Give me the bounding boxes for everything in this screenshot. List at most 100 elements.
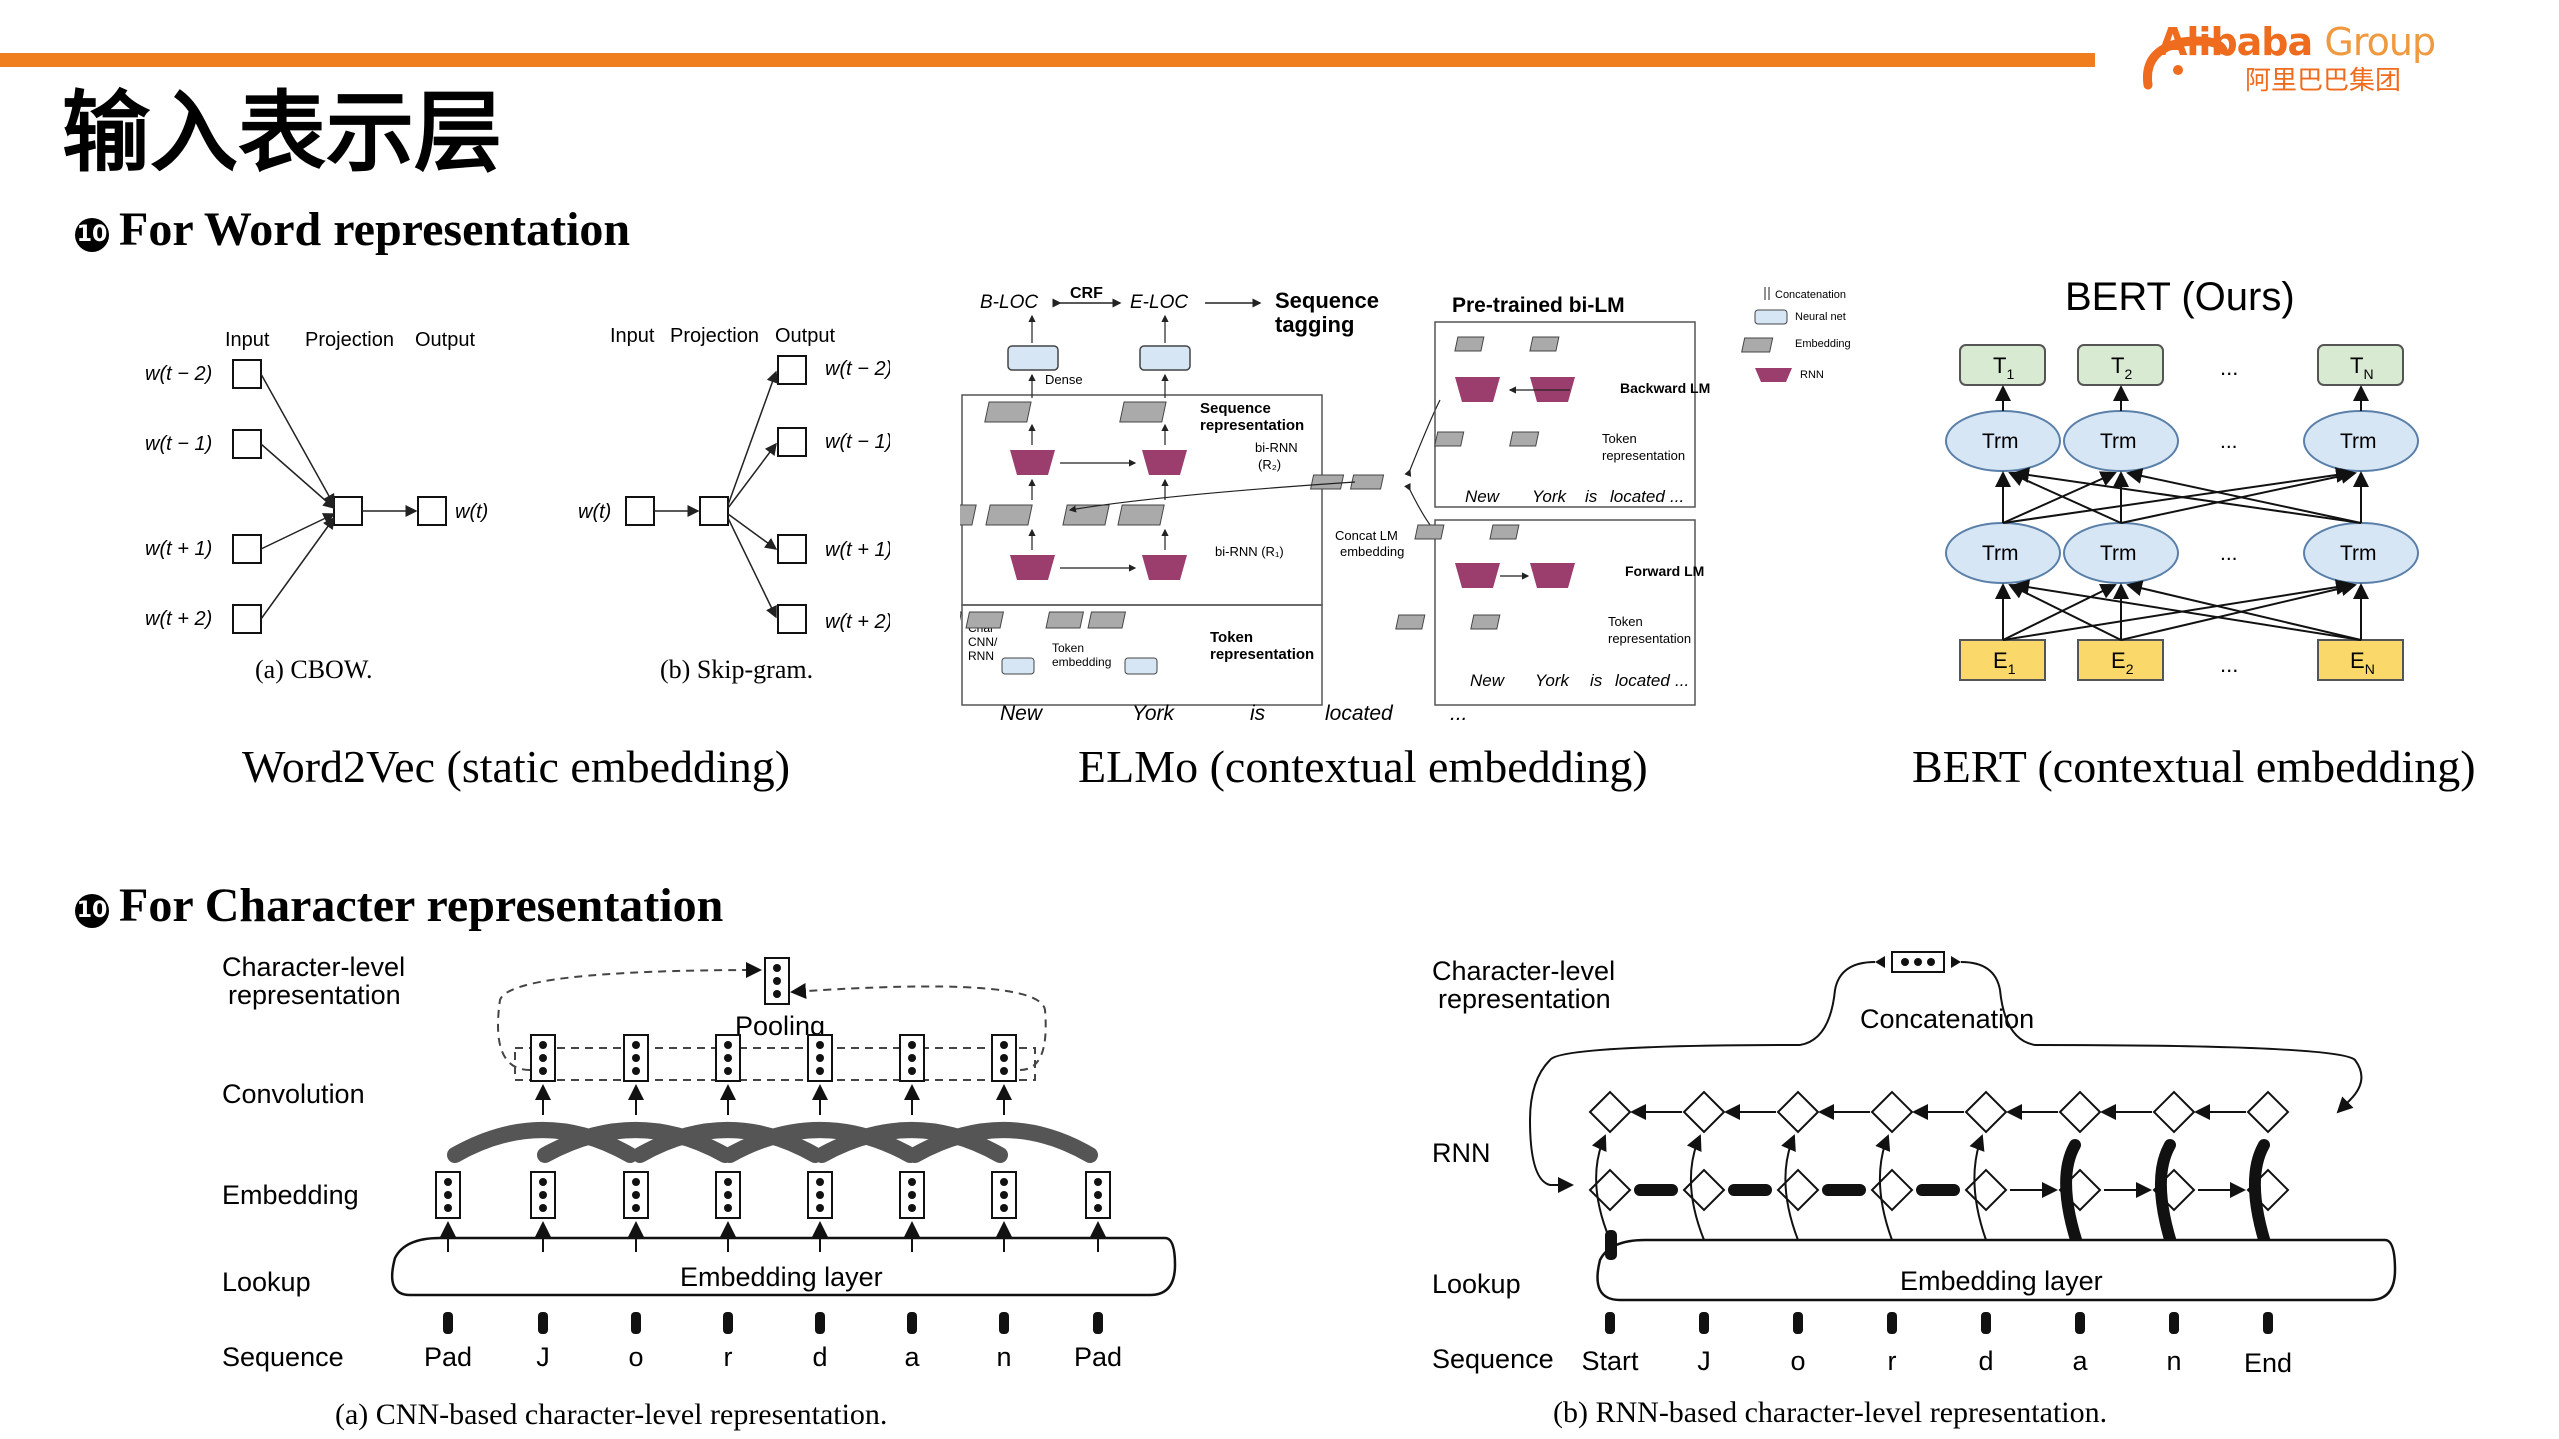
elmo-caption: ELMo (contextual embedding) — [1078, 741, 1648, 792]
cnn-label: Character-level — [222, 952, 405, 982]
elmo-lm-word: is — [1590, 671, 1603, 690]
elmo-diagram: B-LOC E-LOC CRF Sequence tagging Dense S… — [960, 285, 1851, 725]
cnn-seq-char: Pad — [1074, 1342, 1122, 1372]
cnn-seq-char: Pad — [424, 1342, 472, 1372]
elmo-legend: Concatenation — [1775, 289, 1846, 301]
cnn-embedding-layer: Embedding layer — [680, 1262, 883, 1292]
elmo-lm-word: located — [1615, 671, 1670, 690]
logo-brand: Alibaba Group — [2158, 20, 2436, 64]
elmo-lm-word: York — [1532, 487, 1568, 506]
cnn-label: representation — [228, 980, 401, 1010]
bert-dots: ... — [2220, 542, 2238, 565]
elmo-token-repr: Token — [1210, 629, 1253, 646]
sg-input-label: Input — [610, 325, 655, 347]
skipgram-caption: (b) Skip-gram. — [660, 655, 813, 684]
rnn-seq-char: d — [1978, 1346, 1993, 1376]
bert-dots: ... — [2220, 430, 2238, 453]
elmo-concat-lm: embedding — [1340, 544, 1404, 559]
elmo-legend: Embedding — [1795, 338, 1851, 350]
elmo-b-loc: B-LOC — [980, 292, 1038, 313]
elmo-word: located — [1325, 702, 1394, 725]
cnn-seq-char: o — [628, 1342, 643, 1372]
elmo-lm-word: New — [1465, 487, 1501, 506]
elmo-birnn1: bi-RNN (R₁) — [1215, 544, 1284, 559]
cnn-seq-char: J — [536, 1342, 550, 1372]
bullet-icon: 10 — [75, 894, 109, 928]
bullet-icon: 10 — [75, 218, 109, 252]
sg-word: w(t + 1) — [825, 539, 890, 561]
bert-dots: ... — [2220, 652, 2238, 677]
sg-input-word: w(t) — [578, 501, 611, 523]
rnn-concatenation: Concatenation — [1860, 1004, 2034, 1034]
bert-output: T1 — [1993, 353, 2014, 382]
rnn-label: RNN — [1432, 1138, 1491, 1168]
elmo-char-cnn: RNN — [968, 649, 994, 663]
rnn-seq-char: End — [2244, 1348, 2292, 1378]
cnn-label: Embedding — [222, 1180, 359, 1210]
rnn-seq-char: r — [1888, 1346, 1897, 1376]
bert-trm: Trm — [1982, 542, 2019, 565]
header-accent-bar — [0, 53, 2095, 67]
elmo-seq-tagging: Sequence — [1275, 288, 1379, 313]
bert-title: BERT (Ours) — [2065, 275, 2295, 319]
elmo-lm-word: is — [1585, 487, 1598, 506]
bert-trm: Trm — [2100, 542, 2137, 565]
elmo-lm-word: ... — [1675, 671, 1689, 690]
elmo-lm-token-repr: representation — [1602, 448, 1685, 463]
elmo-token-repr: representation — [1210, 646, 1314, 663]
bert-input: E2 — [2111, 648, 2134, 677]
bert-caption: BERT (contextual embedding) — [1912, 741, 2476, 792]
bert-input: E1 — [1993, 648, 2016, 677]
elmo-pretrained: Pre-trained bi-LM — [1452, 294, 1625, 317]
alibaba-logo-icon — [2142, 36, 2228, 90]
bert-trm: Trm — [1982, 430, 2019, 453]
logo-cn: 阿里巴巴集团 — [2245, 66, 2402, 96]
cnn-caption: (a) CNN-based character-level representa… — [335, 1398, 888, 1431]
cbow-word: w(t + 2) — [145, 608, 212, 630]
rnn-seq-char: J — [1697, 1346, 1711, 1376]
cnn-label: Convolution — [222, 1079, 365, 1109]
cbow-word: w(t − 1) — [145, 433, 212, 455]
elmo-legend: RNN — [1800, 369, 1824, 381]
cbow-word: w(t + 1) — [145, 538, 212, 560]
word2vec-diagram: Input Projection Output w(t − 2) w(t − 1… — [145, 325, 890, 684]
sg-output-label: Output — [775, 325, 835, 347]
sg-word: w(t − 1) — [825, 431, 890, 453]
elmo-lm-token-repr: representation — [1608, 631, 1691, 646]
elmo-e-loc: E-LOC — [1130, 292, 1188, 313]
cnn-label: Lookup — [222, 1267, 311, 1297]
sg-projection-label: Projection — [670, 325, 759, 347]
elmo-seq-tagging: tagging — [1275, 312, 1354, 337]
bert-dots: ... — [2220, 355, 2238, 380]
cbow-caption: (a) CBOW. — [255, 655, 372, 684]
elmo-birnn2: (R₂) — [1258, 457, 1281, 472]
elmo-lm-token-repr: Token — [1608, 614, 1643, 629]
cnn-seq-char: r — [724, 1342, 733, 1372]
elmo-concat-lm: Concat LM — [1335, 528, 1398, 543]
sg-word: w(t + 2) — [825, 611, 890, 633]
elmo-dense: Dense — [1045, 372, 1083, 387]
rnn-seq-char: Start — [1581, 1346, 1639, 1376]
cbow-output-word: w(t) — [455, 501, 488, 523]
cnn-char-diagram: Character-level representation Convoluti… — [222, 952, 1177, 1372]
rnn-caption: (b) RNN-based character-level representa… — [1553, 1396, 2108, 1429]
rnn-label: Lookup — [1432, 1269, 1521, 1299]
elmo-word: is — [1250, 702, 1266, 725]
elmo-word: York — [1132, 702, 1176, 725]
rnn-embedding-layer: Embedding layer — [1900, 1266, 2103, 1296]
bert-output: T2 — [2111, 353, 2132, 382]
elmo-legend: Neural net — [1795, 311, 1846, 323]
cbow-projection-label: Projection — [305, 329, 394, 351]
elmo-seq-repr: Sequence — [1200, 400, 1271, 417]
elmo-lm-word: located — [1610, 487, 1665, 506]
rnn-seq-char: o — [1790, 1346, 1805, 1376]
elmo-token-emb: embedding — [1052, 655, 1111, 669]
cnn-seq-char: n — [996, 1342, 1011, 1372]
page-title: 输入表示层 — [62, 81, 503, 184]
rnn-label: Character-level — [1432, 956, 1615, 986]
rnn-char-diagram: Character-level representation RNN Looku… — [1432, 951, 2397, 1378]
elmo-birnn2: bi-RNN — [1255, 440, 1298, 455]
elmo-lm-word: ... — [1670, 487, 1684, 506]
